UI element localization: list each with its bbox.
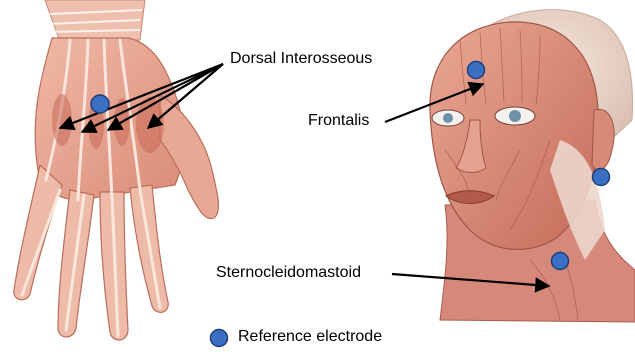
electrode-ear — [593, 169, 610, 186]
label-dorsal-interosseous: Dorsal Interosseous — [230, 50, 372, 68]
electrode-frontalis — [468, 62, 485, 79]
label-sternocleidomastoid: Sternocleidomastoid — [216, 264, 361, 282]
legend-electrode-icon — [211, 330, 228, 347]
legend-reference-electrode: Reference electrode — [238, 328, 382, 346]
label-frontalis: Frontalis — [308, 112, 369, 130]
head-illustration — [430, 10, 635, 322]
electrode-hand — [91, 95, 109, 113]
electrode-neck — [552, 253, 569, 270]
hand-illustration — [14, 0, 219, 340]
